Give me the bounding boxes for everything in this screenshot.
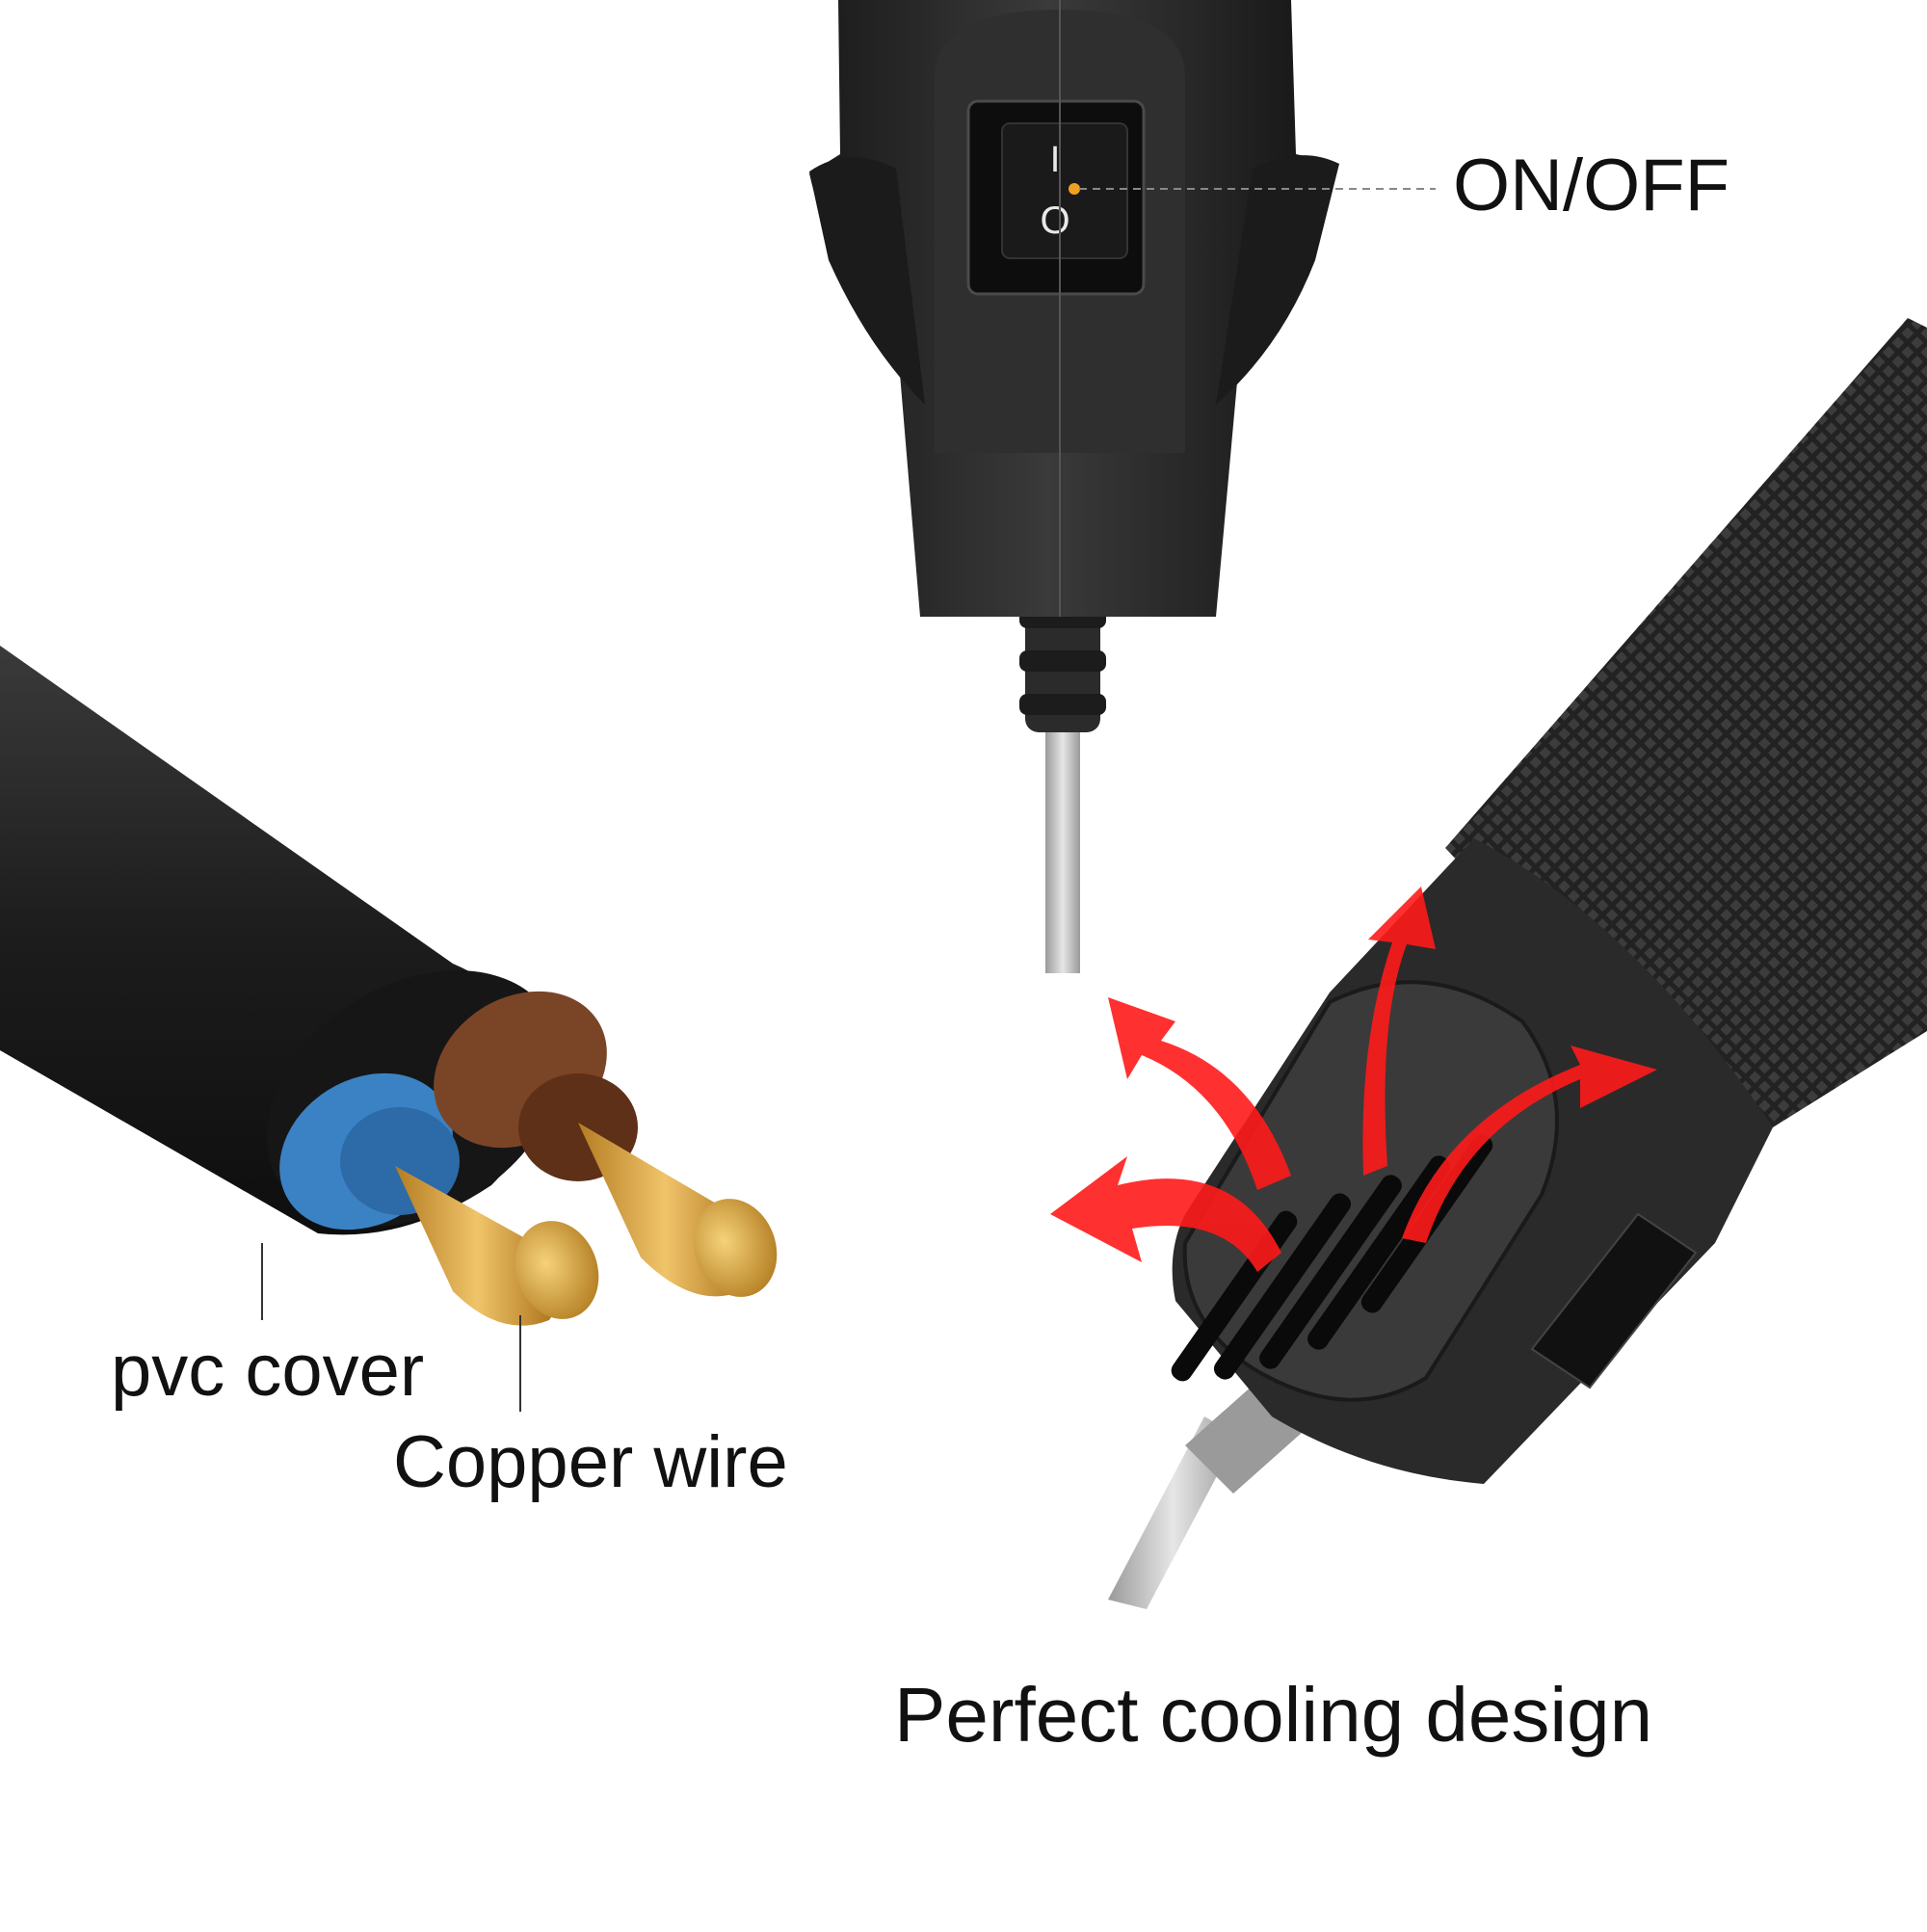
power-cord (1045, 713, 1080, 973)
on-off-label: ON/OFF (1453, 145, 1730, 226)
grip-wing-right (1216, 155, 1339, 405)
heat-gun-rear-view: I O (809, 0, 1436, 973)
cooling-design-caption: Perfect cooling design (894, 1672, 1653, 1758)
rocker-switch[interactable]: I O (966, 99, 1146, 296)
copper-end-brown (693, 1199, 778, 1297)
copper-end-blue (515, 1221, 599, 1319)
indicator-dot (1069, 183, 1080, 195)
heat-gun-side-view (1050, 318, 1927, 1609)
power-cable-cross-section (0, 646, 778, 1412)
airflow-arrows (1050, 887, 1657, 1272)
grip-wing-left (809, 157, 925, 405)
pvc-cover-label: pvc cover (111, 1330, 425, 1412)
switch-off-symbol: O (1040, 199, 1069, 242)
copper-strands-blue (395, 1166, 599, 1326)
curved-arrow-icon (1050, 1156, 1281, 1272)
curved-arrow-icon (1362, 887, 1436, 1176)
copper-wire-label: Copper wire (393, 1421, 788, 1503)
copper-strands-brown (578, 1123, 778, 1297)
curved-arrow-icon (1402, 1045, 1657, 1243)
vent-slot (1213, 1193, 1352, 1380)
switch-on-symbol: I (1050, 140, 1061, 180)
side-rocker-switch[interactable] (1530, 1212, 1698, 1389)
curved-arrow-icon (1108, 997, 1291, 1190)
vent-slot (1259, 1175, 1402, 1369)
vent-slot (1307, 1155, 1450, 1350)
